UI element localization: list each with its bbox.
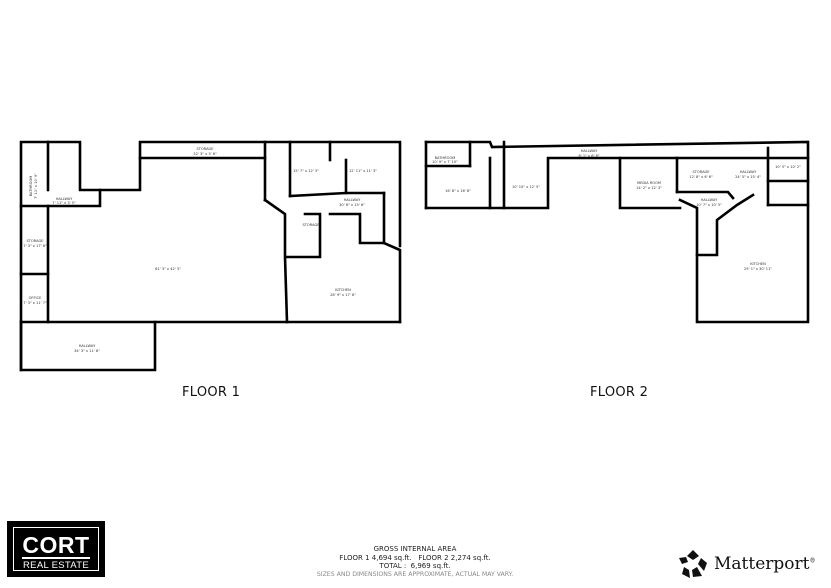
room-label: STORAGE	[196, 147, 214, 151]
room-label: HALLWAY	[56, 197, 73, 201]
room-dims: 10' 7" x 10' 5"	[696, 203, 722, 207]
room-label: HALLWAY	[344, 198, 361, 202]
gia-title: GROSS INTERNAL AREA	[373, 545, 457, 553]
room-dims: 24' 5" x 15' 4"	[735, 175, 761, 179]
room-dims: 32' 3" x 3' 6"	[193, 152, 217, 156]
room-label: STORAGE	[692, 170, 710, 174]
room-dims: 7' 3" x 17' 6"	[23, 244, 47, 248]
room-dims: 7' 3" x 11' 7"	[23, 301, 47, 305]
gross-internal-area: GROSS INTERNAL AREA FLOOR 1 4,694 sq.ft.…	[290, 545, 540, 579]
room-label: KITCHEN	[750, 262, 766, 266]
floor-1-room-labels: BATHROOM 7' 11" x 10' 9" HALLWAY 7' 11" …	[23, 147, 377, 353]
room-dims: 16' 8" x 16' 8"	[445, 189, 471, 193]
floor-2-walls	[424, 140, 810, 324]
room-label: STORAGE	[26, 239, 44, 243]
room-dims: 10' 5" x 10' 2"	[775, 165, 801, 169]
room-label: HALLWAY	[79, 344, 96, 348]
room-label: HALLWAY	[740, 170, 757, 174]
room-dims: 34' 3" x 11' 8"	[74, 349, 100, 353]
gia-total: TOTAL : 6,969 sq.ft.	[379, 562, 451, 570]
room-dims: 14' 2" x 12' 3"	[636, 186, 662, 190]
room-dims: 7' 11" x 10' 9"	[34, 173, 38, 199]
matterport-logo: Matterport®	[678, 549, 815, 579]
cort-logo-text: CORT	[22, 532, 90, 558]
room-label: BATHROOM	[435, 156, 456, 160]
cort-logo: CORT REAL ESTATE	[7, 521, 105, 577]
cort-logo-divider	[22, 557, 90, 559]
room-label: STORAGE	[302, 223, 320, 227]
matterport-wordmark: Matterport®	[714, 554, 816, 574]
floor-2-room-labels: BATHROOM 10' 9" x 7' 10" 16' 8" x 16' 8"…	[432, 149, 801, 271]
room-label: HALLWAY	[581, 149, 598, 153]
floor-1-walls	[19, 140, 402, 372]
room-dims: 12' 8" x 6' 6"	[689, 175, 713, 179]
gia-floors: FLOOR 1 4,694 sq.ft. FLOOR 2 2,274 sq.ft…	[339, 553, 491, 562]
room-label: HALLWAY	[701, 198, 718, 202]
cort-logo-subtext: REAL ESTATE	[23, 560, 89, 571]
room-label: BATHROOM	[29, 176, 33, 197]
floor-1-label: FLOOR 1	[182, 385, 241, 400]
room-dims: 30' 6" x 15' 6"	[339, 203, 365, 207]
room-dims: 10' 10" x 12' 5"	[512, 185, 540, 189]
room-dims: 10' 9" x 7' 10"	[432, 160, 458, 164]
room-dims: 15' 7" x 12' 3"	[293, 169, 319, 173]
room-dims: 29' 1" x 30' 11"	[744, 267, 772, 271]
room-label: OFFICE	[29, 296, 43, 300]
gia-disclaimer: SIZES AND DIMENSIONS ARE APPROXIMATE, AC…	[316, 570, 514, 578]
room-dims: 12' 11" x 11' 3"	[349, 169, 377, 173]
room-dims: 7' 11" x 3' 5"	[52, 201, 76, 205]
room-dims: 6' 1" x 6' 8"	[578, 154, 599, 158]
room-label: KITCHEN	[335, 288, 351, 292]
matterport-star-icon	[679, 550, 707, 578]
room-dims: 28' 9" x 17' 6"	[330, 293, 356, 297]
room-label: MEDIA ROOM	[637, 181, 661, 185]
room-dims: 61' 3" x 42' 3"	[155, 267, 181, 271]
floor-2-label: FLOOR 2	[590, 385, 649, 400]
